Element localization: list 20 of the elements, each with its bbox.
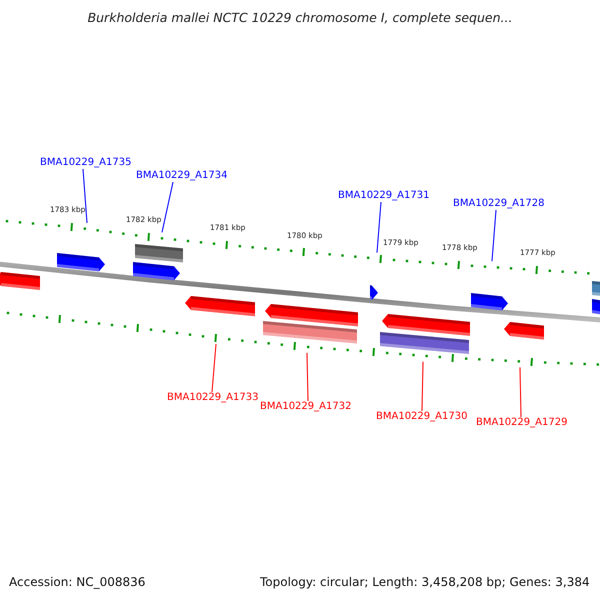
title: Burkholderia mallei NCTC 10229 chromosome I, complete sequen... xyxy=(86,10,514,25)
leader-line xyxy=(422,361,424,412)
gene-label: BMA10229_A1731 xyxy=(338,190,430,202)
leader-line xyxy=(520,366,522,418)
gene-label: BMA10229_A1733 xyxy=(167,392,258,404)
leader-line xyxy=(492,210,496,262)
gene-label: BMA10229_A1735 xyxy=(40,157,132,169)
tick-track xyxy=(6,312,600,366)
gene-label: BMA10229_A1728 xyxy=(453,198,544,210)
gene-label: BMA10229_A1730 xyxy=(376,411,468,423)
leader-line xyxy=(82,168,88,224)
leader-line xyxy=(162,182,174,233)
accession-text: Accession: NC_008836 xyxy=(9,575,146,589)
leader-line xyxy=(376,202,382,254)
gene-label: BMA10229_A1732 xyxy=(260,401,352,413)
leader-line xyxy=(212,344,216,392)
sequence-info-text: Topology: circular; Length: 3,458,208 bp; Genes: 3,384 xyxy=(260,575,590,589)
gene-label: BMA10229_A1734 xyxy=(136,170,228,182)
leader-line xyxy=(306,352,308,402)
gene-label: BMA10229_A1729 xyxy=(476,417,568,429)
